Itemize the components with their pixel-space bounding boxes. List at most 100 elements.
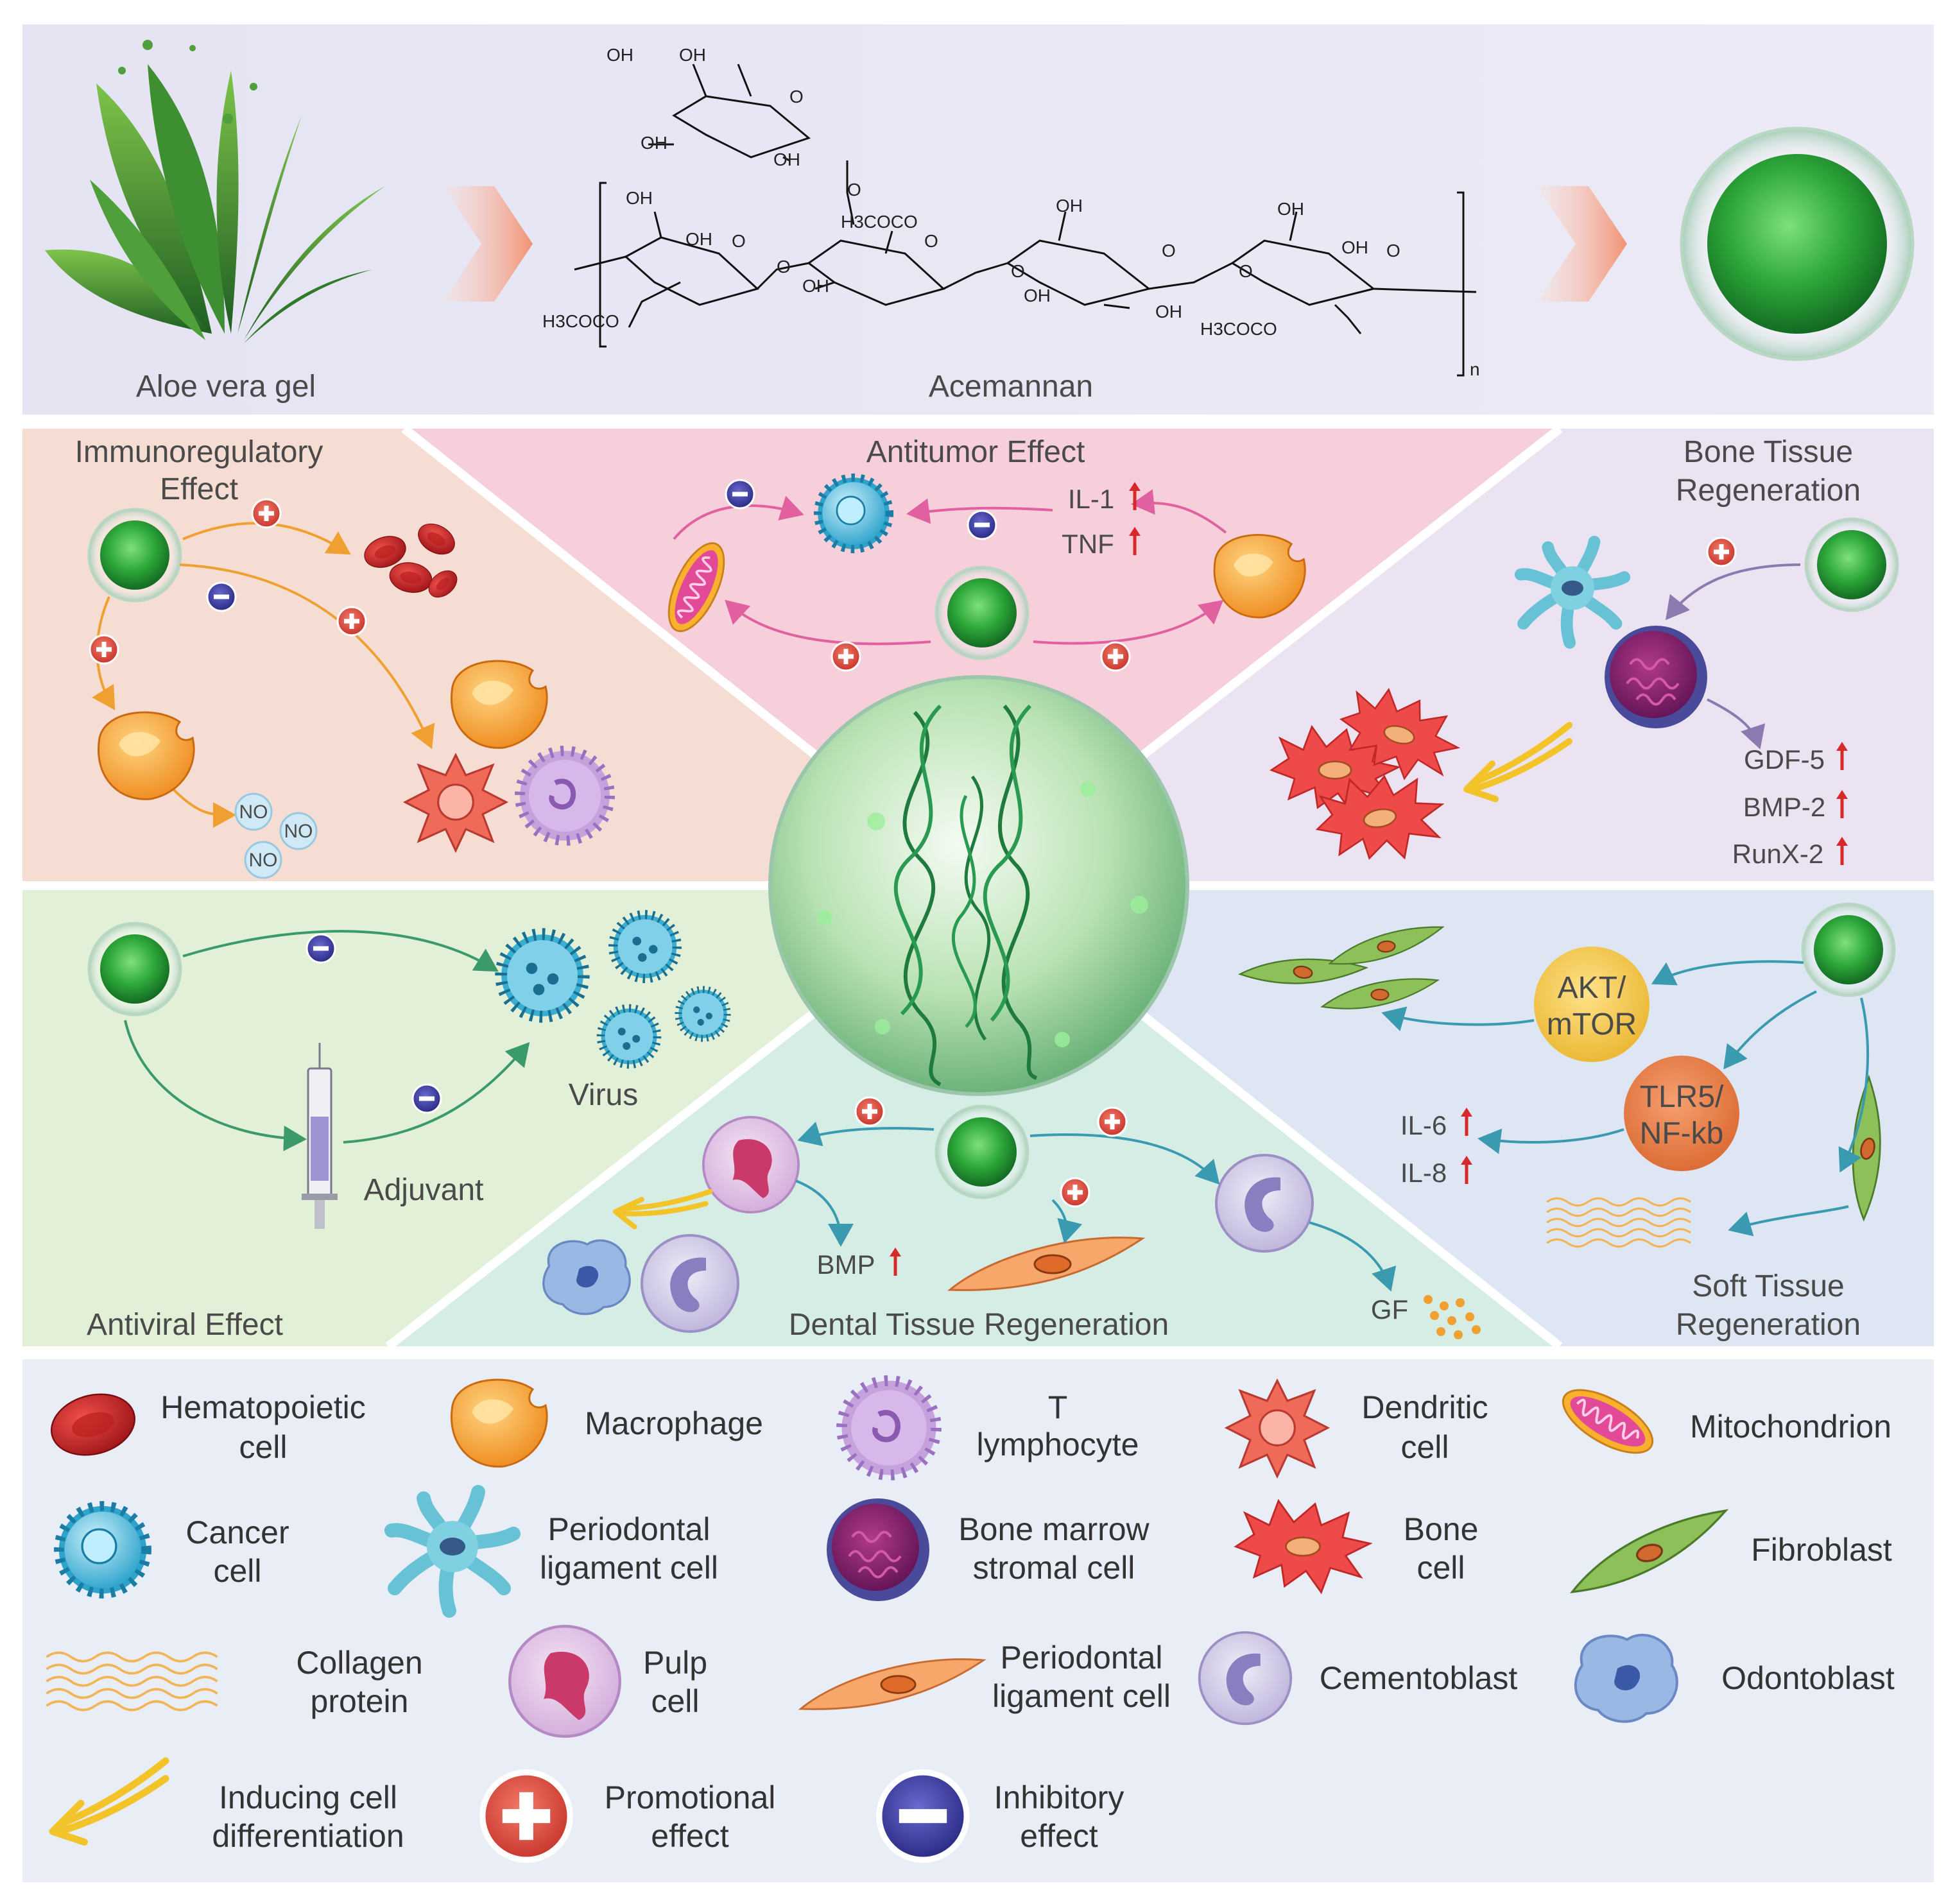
legend-macrophage: Macrophage: [585, 1405, 763, 1441]
nitric-oxide-icons: NO NO NO: [234, 793, 318, 879]
adjuvant-label: Adjuvant: [364, 1173, 484, 1207]
inhibit-icon: [725, 479, 755, 510]
svg-text:n: n: [1470, 359, 1480, 379]
immunoregulatory-panel: Immunoregulatory Effect: [75, 435, 610, 879]
legend-hematopoietic-line2: cell: [239, 1429, 287, 1465]
acemannan-ball-icon: [934, 1104, 1029, 1199]
center-acemannan-sphere-icon: [768, 675, 1189, 1096]
legend-periodontal-1-line2: ligament cell: [540, 1550, 718, 1586]
svg-text:O: O: [789, 87, 804, 107]
legend-periodontal-2-line2: ligament cell: [992, 1678, 1171, 1714]
tlr5-nfkb-node: TLR5/ NF-kb: [1624, 1056, 1739, 1171]
legend-dendritic-line2: cell: [1400, 1429, 1449, 1465]
immunoregulatory-title: Immunoregulatory: [75, 435, 323, 469]
acemannan-ball-icon: [87, 508, 182, 603]
legend-inhibitory-line1: Inhibitory: [994, 1780, 1124, 1815]
legend-bone-cell-line1: Bone: [1404, 1511, 1479, 1547]
flow-arrow-icon: [443, 186, 533, 302]
dendritic-cell-icon: [404, 753, 508, 852]
il8-label: IL-8: [1400, 1158, 1447, 1188]
cancer-cell-icon: [59, 1506, 146, 1593]
inhibit-icon: [967, 510, 997, 540]
legend-fibroblast: Fibroblast: [1751, 1532, 1892, 1568]
cancer-cell-icon: [818, 477, 890, 549]
dental-tissue-panel: BMP GF Dental Tissue Regeneration: [542, 1096, 1481, 1342]
growth-factor-dots-icon: [1424, 1295, 1481, 1339]
legend-cancer-line1: Cancer: [185, 1514, 289, 1550]
immunoregulatory-title-line2: Effect: [160, 472, 238, 506]
antiviral-title: Antiviral Effect: [87, 1308, 283, 1342]
aloe-plant-icon: [45, 40, 385, 343]
acemannan-ball-icon: [934, 565, 1029, 660]
legend-cancer-line2: cell: [213, 1553, 261, 1589]
cementoblast-icon: [1215, 1154, 1314, 1253]
promote-icon: [1100, 641, 1131, 672]
aloe-vera-gel-label: Aloe vera gel: [136, 370, 316, 404]
acemannan-labels: OH OH OH OH O O OH OH O H3COCO O H3COCO …: [542, 45, 1480, 379]
gdf5-label: GDF-5: [1744, 744, 1825, 775]
antitumor-title: Antitumor Effect: [866, 435, 1085, 469]
soft-tissue-title-line2: Regeneration: [1676, 1308, 1861, 1342]
svg-text:OH: OH: [1056, 196, 1083, 216]
legend-inducing-line2: differentiation: [212, 1818, 404, 1854]
svg-text:O: O: [924, 231, 938, 251]
t-lymphocyte-icon: [842, 1381, 936, 1475]
odontoblast-icon: [542, 1239, 631, 1316]
acemannan-structure: [574, 64, 1477, 377]
svg-text:O: O: [732, 231, 746, 251]
svg-text:OH: OH: [607, 45, 633, 65]
svg-text:NO: NO: [239, 802, 268, 823]
dendritic-cell-icon: [1225, 1379, 1329, 1478]
bmp-label: BMP: [816, 1249, 875, 1280]
svg-text:OH: OH: [773, 150, 800, 169]
svg-text:O: O: [1011, 261, 1025, 281]
promote-icon: [1060, 1177, 1090, 1208]
legend-cementoblast: Cementoblast: [1320, 1660, 1518, 1696]
promote-icon: [1706, 536, 1737, 567]
svg-text:OH: OH: [1341, 237, 1368, 257]
acemannan-ball-icon: [1804, 517, 1899, 612]
legend-periodontal-2-line1: Periodontal: [1001, 1640, 1163, 1676]
svg-text:O: O: [847, 180, 861, 200]
bone-tissue-panel: Bone Tissue Regeneration GDF-5 BMP-2 Run…: [1270, 435, 1899, 873]
svg-text:OH: OH: [685, 229, 712, 249]
syringe-icon: [302, 1043, 338, 1229]
legend-promotional-line2: effect: [651, 1818, 728, 1854]
il1-label: IL-1: [1068, 484, 1114, 514]
acemannan-ball-icon: [87, 922, 182, 1016]
legend-inducing-line1: Inducing cell: [219, 1780, 397, 1815]
legend-inhibitory-line2: effect: [1020, 1818, 1098, 1854]
legend-bone-cell-line2: cell: [1417, 1550, 1465, 1586]
svg-text:OH: OH: [626, 188, 653, 208]
legend-dendritic-line1: Dendritic: [1361, 1389, 1488, 1425]
legend-hematopoietic-line1: Hematopoietic: [160, 1389, 366, 1425]
legend-t-lymphocyte-line2: lymphocyte: [977, 1427, 1139, 1462]
bone-tissue-title: Bone Tissue: [1684, 435, 1853, 469]
inhibit-icon: [306, 933, 336, 964]
legend-pulp-line2: cell: [651, 1683, 699, 1719]
legend-promotional-line1: Promotional: [605, 1780, 776, 1815]
svg-text:OH: OH: [802, 276, 829, 296]
promote-icon: [89, 634, 119, 665]
legend-collagen-line2: protein: [311, 1683, 409, 1719]
legend: Hematopoietic cell Macrophage T lymphocy…: [22, 1359, 1934, 1882]
inhibit-icon: [411, 1083, 442, 1114]
bone-marrow-stromal-cell-icon: [825, 1497, 931, 1602]
svg-text:H3COCO: H3COCO: [1200, 319, 1277, 339]
cementoblast-icon: [641, 1234, 739, 1333]
svg-text:NO: NO: [284, 821, 313, 842]
pulp-cell-icon: [510, 1626, 620, 1737]
il6-label: IL-6: [1400, 1110, 1447, 1140]
svg-text:O: O: [777, 257, 791, 277]
legend-pulp-line1: Pulp: [643, 1645, 707, 1681]
t-lymphocyte-icon: [520, 751, 610, 841]
legend-collagen-line1: Collagen: [296, 1645, 422, 1681]
promote-icon: [831, 641, 861, 672]
tnf-label: TNF: [1062, 529, 1114, 559]
svg-text:O: O: [1386, 241, 1400, 261]
akt-mtor-node: AKT/ mTOR: [1534, 947, 1649, 1062]
soft-tissue-panel: AKT/ mTOR TLR5/ NF-kb IL-6 IL-8 Soft Tis…: [1239, 902, 1903, 1342]
bmp2-label: BMP-2: [1743, 792, 1825, 822]
svg-text:NO: NO: [249, 850, 278, 871]
